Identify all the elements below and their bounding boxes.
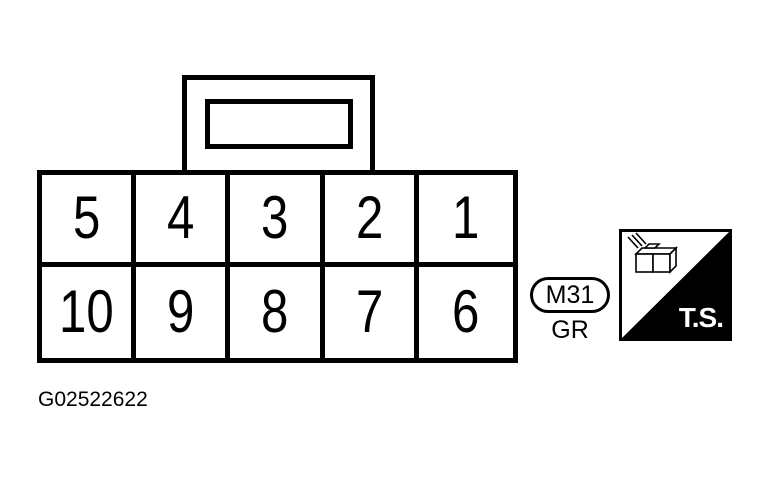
pin-cell: 1: [418, 175, 513, 267]
pin-number: 2: [355, 184, 383, 252]
pin-cell: 5: [42, 175, 137, 267]
connector-terminal-side-icon: [622, 232, 729, 338]
pin-number: 5: [72, 184, 101, 252]
terminal-side-label: T.S.: [678, 302, 724, 333]
figure-id: G02522622: [38, 388, 148, 411]
pin-cell: 3: [230, 175, 325, 267]
connector-code-badge: M31: [530, 277, 610, 313]
connector-code: M31: [545, 280, 595, 309]
connector-latch: [182, 75, 375, 175]
pin-number: 9: [167, 278, 195, 346]
latch-slot: [205, 99, 353, 149]
pin-cell: 2: [324, 175, 419, 267]
pin-number: 1: [452, 184, 480, 252]
connector-face: 5 4 3 2 1 10 9 8 7 6: [37, 170, 518, 363]
pin-number: 4: [167, 184, 195, 252]
pin-cell: 8: [230, 266, 325, 358]
connector-color: GR: [551, 316, 589, 344]
pin-cell: 10: [42, 266, 137, 358]
pin-number: 7: [355, 278, 383, 346]
pin-cell: 9: [136, 266, 231, 358]
pin-cell: 6: [419, 267, 513, 359]
pin-cell: 4: [136, 175, 231, 267]
pin-number: 10: [59, 278, 114, 346]
pin-cell: 7: [325, 266, 419, 358]
pin-number: 3: [261, 184, 289, 252]
terminal-side-badge: T.S.: [619, 229, 732, 341]
pin-number: 8: [261, 278, 289, 346]
pin-number: 6: [452, 278, 480, 346]
